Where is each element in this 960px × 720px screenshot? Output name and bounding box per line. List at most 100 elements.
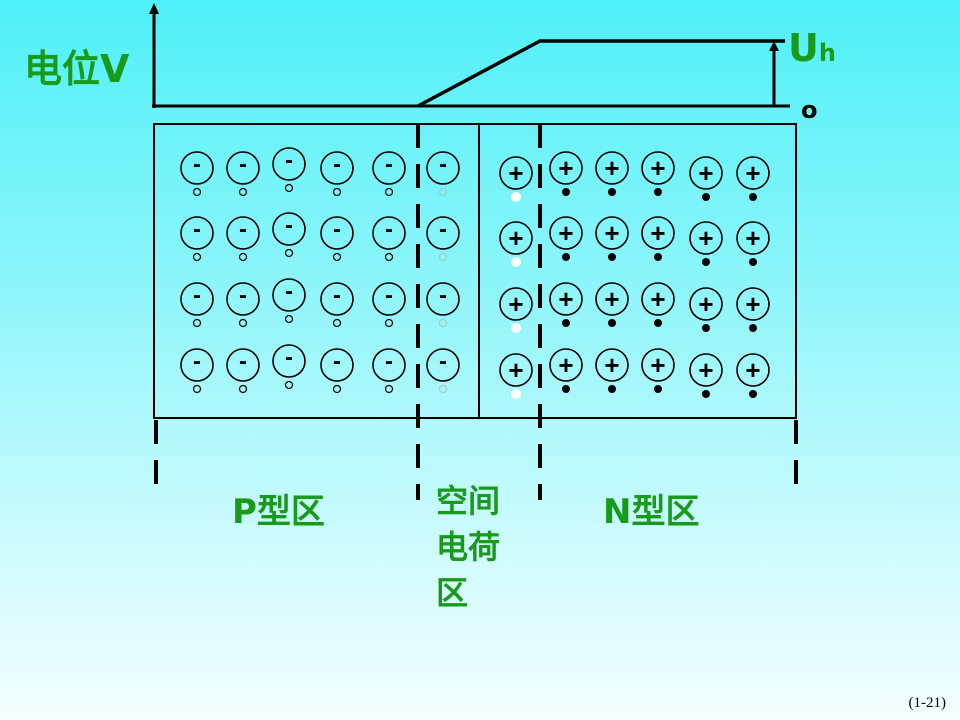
- ion-circle: [320, 151, 354, 185]
- acceptor-ion: -: [372, 151, 406, 197]
- ion-charge-symbol: -: [439, 151, 447, 178]
- donor-ion: +: [595, 348, 629, 393]
- acceptor-ion: -: [372, 348, 406, 394]
- ion-circle: [426, 282, 460, 316]
- electron-carrier: [654, 253, 662, 261]
- donor-ion: +: [549, 348, 583, 393]
- ion-charge-symbol: +: [604, 350, 619, 380]
- ion-charge-symbol: -: [385, 348, 393, 375]
- hole-carrier: [238, 384, 248, 394]
- potential-curve: [417, 39, 785, 108]
- ion-circle: [549, 151, 583, 185]
- ion-circle: [320, 216, 354, 250]
- ion-charge-symbol: +: [698, 223, 713, 253]
- electron-carrier: [608, 253, 616, 261]
- acceptor-ion: -: [272, 147, 306, 193]
- faint-hole-carrier: [438, 384, 448, 394]
- donor-ion: +: [689, 221, 723, 266]
- depletion-donor-ion: +: [499, 221, 533, 267]
- faint-electron-carrier: [511, 323, 521, 333]
- potential-axis-title: 电位V: [24, 47, 130, 91]
- depletion-label-line-3: 区: [436, 574, 469, 612]
- ion-charge-symbol: -: [285, 212, 293, 239]
- ion-charge-symbol: +: [698, 289, 713, 319]
- donor-ion: +: [689, 353, 723, 398]
- ion-charge-symbol: -: [239, 151, 247, 178]
- depletion-label-line-2: 电荷: [436, 528, 501, 566]
- acceptor-ion: -: [320, 348, 354, 394]
- acceptor-ion: -: [272, 212, 306, 258]
- ion-circle: [372, 151, 406, 185]
- ions-layer: ------++++++------++++++------++++++----…: [180, 147, 770, 399]
- donor-ion: +: [641, 348, 675, 393]
- ion-circle: [499, 287, 533, 321]
- acceptor-ion: -: [180, 216, 214, 262]
- ion-charge-symbol: +: [604, 284, 619, 314]
- ion-circle: [226, 348, 260, 382]
- ion-charge-symbol: -: [333, 348, 341, 375]
- ion-circle: [272, 147, 306, 181]
- ion-charge-symbol: +: [508, 355, 523, 385]
- ion-charge-symbol: -: [285, 147, 293, 174]
- ion-charge-symbol: -: [285, 278, 293, 305]
- depletion-donor-ion: +: [499, 156, 533, 202]
- acceptor-ion: -: [226, 216, 260, 262]
- ion-charge-symbol: +: [558, 218, 573, 248]
- p-region-label: P型区: [232, 492, 325, 532]
- hole-carrier: [332, 318, 342, 328]
- ion-circle: [549, 348, 583, 382]
- faint-electron-carrier: [511, 257, 521, 267]
- ion-circle: [272, 278, 306, 312]
- ion-charge-symbol: -: [333, 216, 341, 243]
- hole-carrier: [384, 252, 394, 262]
- ion-charge-symbol: -: [385, 151, 393, 178]
- donor-ion: +: [549, 216, 583, 261]
- ion-charge-symbol: +: [604, 218, 619, 248]
- hole-carrier: [284, 380, 294, 390]
- electron-carrier: [654, 385, 662, 393]
- hole-carrier: [284, 183, 294, 193]
- acceptor-ion: -: [226, 282, 260, 328]
- ion-circle: [595, 151, 629, 185]
- hole-carrier: [384, 318, 394, 328]
- electron-carrier: [654, 319, 662, 327]
- donor-ion: +: [641, 282, 675, 327]
- acceptor-ion: -: [180, 282, 214, 328]
- electron-carrier: [654, 188, 662, 196]
- electron-carrier: [608, 319, 616, 327]
- ion-circle: [689, 156, 723, 190]
- ion-charge-symbol: -: [239, 282, 247, 309]
- electron-carrier: [702, 324, 710, 332]
- ion-circle: [736, 353, 770, 387]
- ion-charge-symbol: +: [604, 153, 619, 183]
- hole-carrier: [384, 384, 394, 394]
- ion-circle: [272, 344, 306, 378]
- ion-charge-symbol: -: [385, 282, 393, 309]
- electron-carrier: [749, 193, 757, 201]
- hole-carrier: [332, 384, 342, 394]
- electron-carrier: [608, 385, 616, 393]
- ion-circle: [426, 348, 460, 382]
- ion-circle: [689, 221, 723, 255]
- donor-ion: +: [549, 151, 583, 196]
- donor-ion: +: [595, 282, 629, 327]
- ion-charge-symbol: -: [285, 344, 293, 371]
- ion-charge-symbol: +: [650, 350, 665, 380]
- hole-carrier: [284, 248, 294, 258]
- donor-ion: +: [736, 287, 770, 332]
- electron-carrier: [702, 390, 710, 398]
- donor-ion: +: [736, 353, 770, 398]
- electron-carrier: [749, 324, 757, 332]
- ion-charge-symbol: -: [439, 282, 447, 309]
- ion-circle: [226, 282, 260, 316]
- ion-charge-symbol: +: [745, 355, 760, 385]
- ion-charge-symbol: +: [650, 218, 665, 248]
- ion-charge-symbol: +: [508, 289, 523, 319]
- electron-carrier: [562, 253, 570, 261]
- acceptor-ion: -: [272, 278, 306, 324]
- electron-carrier: [749, 258, 757, 266]
- ion-charge-symbol: -: [333, 282, 341, 309]
- hole-carrier: [192, 384, 202, 394]
- hole-carrier: [332, 187, 342, 197]
- ion-charge-symbol: -: [193, 348, 201, 375]
